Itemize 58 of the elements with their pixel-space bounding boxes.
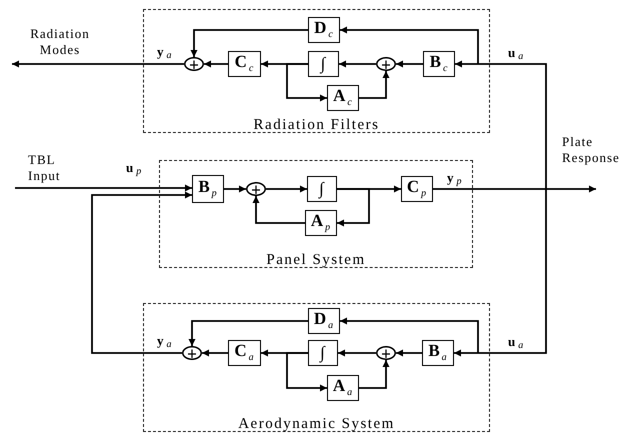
matrix-block: ∫ — [308, 340, 338, 366]
matrix-block: C$_{p}$ — [400, 176, 432, 202]
signal-arrow — [202, 350, 228, 356]
signal-symbol: y$_{p}$ — [447, 170, 464, 187]
subsystem-frame — [159, 160, 473, 268]
matrix-block: B$_{p}$ — [192, 174, 224, 202]
signal-name: Radiation Modes — [29, 26, 91, 58]
matrix-block: ∫ — [306, 176, 336, 202]
summing-junction — [246, 182, 266, 196]
matrix-block: C$_{c}$ — [228, 50, 260, 76]
signal-arrow — [340, 26, 479, 64]
signal-arrow — [224, 186, 246, 192]
signal-symbol: y$_{a}$ — [157, 44, 174, 61]
matrix-block: C$_{a}$ — [228, 340, 260, 366]
signal-arrow — [190, 29, 308, 57]
signal-arrow — [396, 350, 422, 356]
signal-arrow — [396, 60, 423, 68]
signal-arrow — [340, 318, 479, 353]
signal-arrow — [433, 186, 596, 192]
summing-junction — [376, 56, 396, 70]
matrix-block: A$_{p}$ — [304, 210, 336, 236]
signal-arrow — [455, 60, 547, 189]
matrix-block: B$_{a}$ — [422, 340, 454, 366]
signal-symbol: u$_{p}$ — [126, 160, 144, 177]
signal-arrow — [252, 196, 305, 224]
subsystem-title: Radiation Filters — [252, 116, 380, 134]
signal-arrow — [286, 352, 327, 392]
signal-arrow — [359, 71, 390, 99]
signal-arrow — [188, 320, 308, 346]
signal-name: Plate Response — [562, 134, 621, 166]
matrix-block: D$_{c}$ — [308, 16, 340, 42]
matrix-block: A$_{a}$ — [326, 374, 358, 400]
signal-name: TBL Input — [28, 152, 62, 184]
summing-junction — [376, 346, 396, 360]
matrix-block: D$_{a}$ — [308, 308, 340, 334]
signal-arrow — [454, 189, 547, 356]
signal-arrow — [338, 350, 376, 356]
signal-symbol: u$_{a}$ — [508, 45, 526, 62]
signal-arrow — [91, 192, 192, 354]
signal-symbol: y$_{a}$ — [157, 333, 174, 350]
subsystem-title: Aerodynamic System — [237, 415, 396, 433]
signal-arrow — [286, 63, 327, 102]
signal-arrow — [359, 360, 390, 389]
signal-arrow — [15, 184, 192, 192]
subsystem-frame — [143, 9, 490, 133]
subsystem-title: Panel System — [265, 251, 367, 269]
signal-symbol: u$_{a}$ — [508, 334, 526, 351]
signal-arrow — [204, 60, 228, 68]
summing-junction — [182, 346, 202, 360]
signal-arrow — [339, 60, 376, 68]
matrix-block: ∫ — [308, 50, 338, 76]
signal-arrow — [337, 188, 370, 226]
signal-arrow — [266, 186, 307, 192]
matrix-block: A$_{c}$ — [326, 84, 358, 110]
summing-junction — [184, 56, 204, 70]
signal-arrow — [12, 60, 184, 68]
matrix-block: B$_{c}$ — [422, 50, 454, 76]
subsystem-frame — [143, 303, 490, 432]
